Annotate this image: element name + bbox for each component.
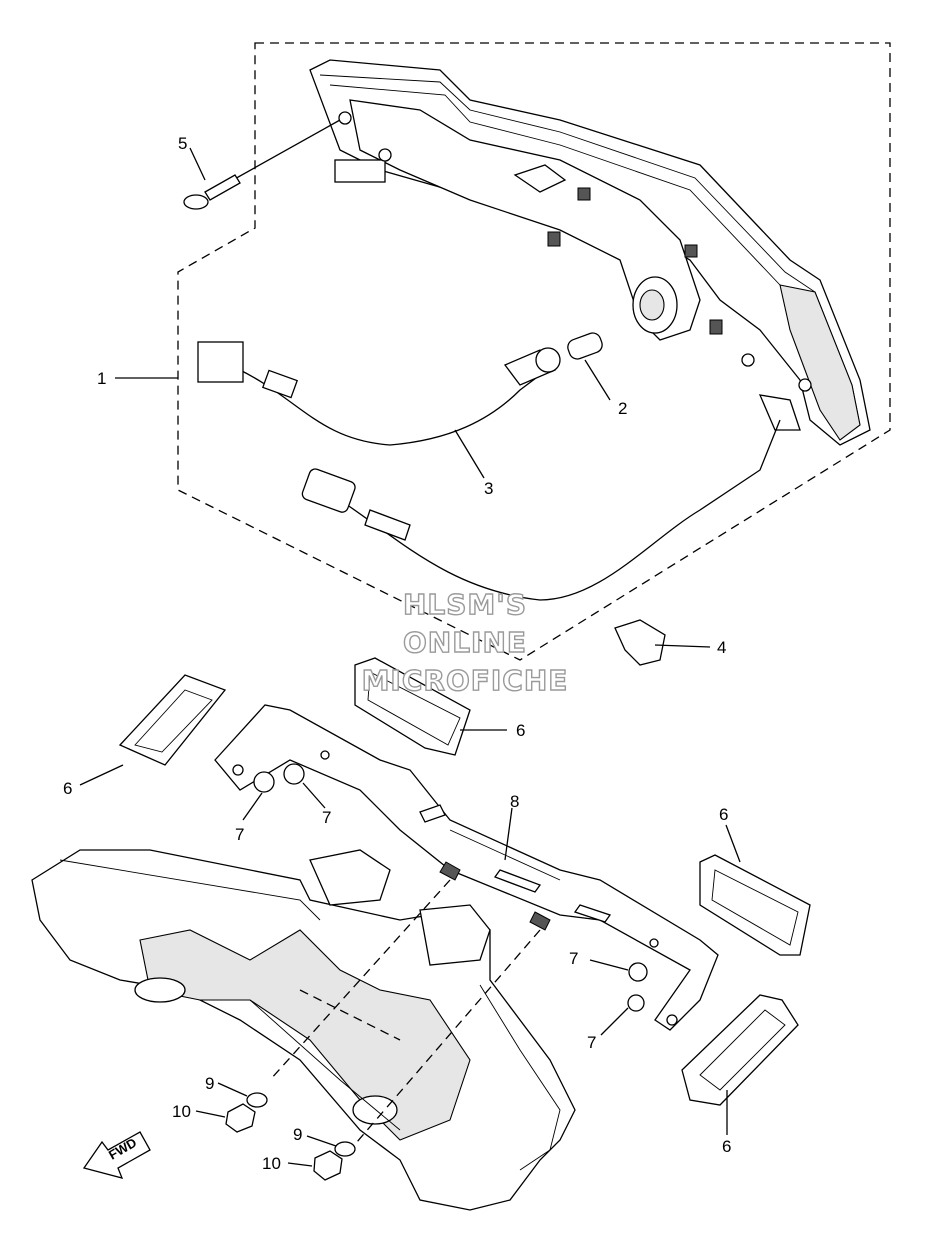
callout-7b: 7: [322, 808, 331, 827]
watermark-line-2: ONLINE: [403, 626, 527, 659]
reflector-top: [354, 657, 471, 756]
callout-10a: 10: [172, 1102, 191, 1121]
callout-10b: 10: [262, 1154, 281, 1173]
fwd-arrow: FWD: [82, 1131, 151, 1179]
watermark-line-1: HLSM'S: [403, 588, 527, 621]
callout-4: 4: [717, 638, 726, 657]
clip: [614, 619, 666, 666]
rear-fender: [31, 849, 576, 1211]
callout-6c: 6: [719, 805, 728, 824]
callout-8: 8: [510, 792, 519, 811]
watermark-line-3: MICROFICHE: [362, 664, 569, 697]
callout-6a: 6: [63, 779, 72, 798]
callout-2: 2: [618, 399, 627, 418]
washer-9a: [246, 1092, 268, 1108]
bulb: [567, 332, 603, 360]
callout-5: 5: [178, 134, 187, 153]
fastening-line-3: [299, 989, 401, 1041]
fastening-line-2: [349, 929, 541, 1151]
callout-3: 3: [484, 479, 493, 498]
callout-6d: 6: [722, 1137, 731, 1156]
nut-7b: [283, 763, 305, 785]
callout-1: 1: [97, 369, 106, 388]
leader-lines: [79, 147, 741, 1167]
lead-wire: [301, 419, 781, 601]
reflector-left: [118, 674, 227, 766]
screw: [183, 119, 341, 210]
socket-cord: [197, 341, 561, 446]
tail-light-housing: [309, 59, 871, 446]
reflector-right: [699, 854, 811, 956]
nut-10b: [313, 1150, 343, 1181]
callout-9b: 9: [293, 1125, 302, 1144]
stud-left: [439, 861, 461, 881]
reflector-bottom: [681, 994, 799, 1106]
nut-7a: [253, 771, 275, 793]
washer-9b: [334, 1141, 356, 1157]
callout-7a: 7: [235, 825, 244, 844]
callout-9a: 9: [205, 1074, 214, 1093]
nut-10a: [225, 1103, 256, 1133]
callout-6b: 6: [516, 721, 525, 740]
reflector-bracket: [214, 704, 719, 1031]
callout-7d: 7: [587, 1033, 596, 1052]
callout-7c: 7: [569, 949, 578, 968]
watermark: HLSM'S ONLINE MICROFICHE: [361, 587, 569, 697]
assembly-boundary-dashed: [177, 42, 891, 661]
stud-right: [529, 911, 551, 931]
nut-7c: [628, 962, 648, 982]
nut-7d: [627, 994, 645, 1012]
